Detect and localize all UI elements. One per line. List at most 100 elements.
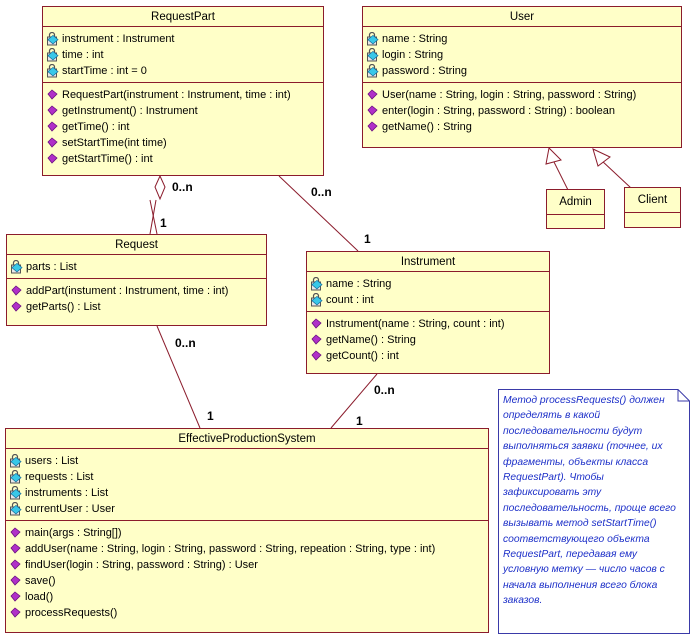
- operation-row[interactable]: Instrument(name : String, count : int): [310, 316, 549, 332]
- operations-section: Instrument(name : String, count : int) ge…: [307, 311, 549, 367]
- attribute-text: login : String: [382, 49, 444, 61]
- operation-text: processRequests(): [25, 607, 118, 619]
- operation-row[interactable]: getStartTime() : int: [46, 151, 323, 167]
- public-method-icon: [9, 606, 23, 620]
- attribute-row[interactable]: name : String: [366, 31, 681, 47]
- operation-row[interactable]: getInstrument() : Instrument: [46, 103, 323, 119]
- private-field-icon: [46, 31, 60, 46]
- operation-row[interactable]: findUser(login : String, password : Stri…: [9, 557, 488, 573]
- operation-text: save(): [25, 575, 56, 587]
- attributes-section: users : List requests : List instruments :…: [6, 448, 488, 520]
- public-method-icon: [366, 104, 380, 118]
- operation-row[interactable]: processRequests(): [9, 605, 488, 621]
- operations-section: RequestPart(instrument : Instrument, tim…: [43, 82, 323, 170]
- operation-row[interactable]: RequestPart(instrument : Instrument, tim…: [46, 87, 323, 103]
- operation-row[interactable]: getCount() : int: [310, 348, 549, 364]
- attribute-row[interactable]: count : int: [310, 292, 549, 308]
- attribute-row[interactable]: currentUser : User: [9, 501, 488, 517]
- operations-section: addPart(instument : Instrument, time : i…: [7, 278, 266, 318]
- operation-row[interactable]: User(name : String, login : String, pass…: [366, 87, 681, 103]
- operation-text: findUser(login : String, password : Stri…: [25, 559, 258, 571]
- empty-section: [625, 212, 680, 216]
- operation-row[interactable]: getTime() : int: [46, 119, 323, 135]
- attribute-row[interactable]: requests : List: [9, 469, 488, 485]
- attribute-text: instrument : Instrument: [62, 33, 175, 45]
- operation-row[interactable]: getParts() : List: [10, 299, 266, 315]
- operation-text: addUser(name : String, login : String, p…: [25, 543, 436, 555]
- operation-row[interactable]: getName() : String: [366, 119, 681, 135]
- class-title: Request: [115, 239, 158, 251]
- operation-text: main(args : String[]): [25, 527, 122, 539]
- operation-row[interactable]: setStartTime(int time): [46, 135, 323, 151]
- attribute-text: currentUser : User: [25, 503, 115, 515]
- attribute-row[interactable]: password : String: [366, 63, 681, 79]
- association-request-eps: [156, 325, 201, 429]
- attribute-text: startTime : int = 0: [62, 65, 147, 77]
- association-requestpart-request-lower: [149, 199, 157, 235]
- class-requestpart[interactable]: RequestPart instrument : Instrument time …: [42, 6, 324, 176]
- operation-text: Instrument(name : String, count : int): [326, 318, 505, 330]
- public-method-icon: [46, 136, 60, 150]
- multiplicity-requestpart-instrument-many: 0..n: [311, 185, 332, 199]
- attributes-section: name : String count : int: [307, 271, 549, 311]
- attribute-row[interactable]: parts : List: [10, 259, 266, 275]
- operation-text: getName() : String: [382, 121, 472, 133]
- operation-row[interactable]: getName() : String: [310, 332, 549, 348]
- public-method-icon: [9, 574, 23, 588]
- attribute-text: name : String: [326, 278, 392, 290]
- operation-row[interactable]: load(): [9, 589, 488, 605]
- private-field-icon: [46, 63, 60, 78]
- operation-text: getParts() : List: [26, 301, 101, 313]
- class-title: RequestPart: [151, 11, 215, 23]
- operation-text: setStartTime(int time): [62, 137, 167, 149]
- class-client[interactable]: Client: [624, 187, 681, 228]
- attributes-section: parts : List: [7, 254, 266, 278]
- public-method-icon: [310, 349, 324, 363]
- attribute-row[interactable]: instruments : List: [9, 485, 488, 501]
- multiplicity-instrument-eps-one: 1: [356, 414, 363, 428]
- public-method-icon: [9, 526, 23, 540]
- multiplicity-instrument-eps-many: 0..n: [374, 383, 395, 397]
- operation-row[interactable]: main(args : String[]): [9, 525, 488, 541]
- attribute-row[interactable]: name : String: [310, 276, 549, 292]
- attribute-row[interactable]: users : List: [9, 453, 488, 469]
- private-field-icon: [9, 469, 23, 484]
- operation-row[interactable]: addUser(name : String, login : String, p…: [9, 541, 488, 557]
- class-request[interactable]: Request parts : List addPart(instument :…: [6, 234, 267, 326]
- attribute-text: requests : List: [25, 471, 94, 483]
- operation-text: getTime() : int: [62, 121, 130, 133]
- class-admin[interactable]: Admin: [546, 189, 605, 229]
- attribute-text: name : String: [382, 33, 448, 45]
- attribute-row[interactable]: instrument : Instrument: [46, 31, 323, 47]
- public-method-icon: [10, 300, 24, 314]
- operation-text: RequestPart(instrument : Instrument, tim…: [62, 89, 291, 101]
- public-method-icon: [366, 88, 380, 102]
- public-method-icon: [46, 120, 60, 134]
- operation-text: getCount() : int: [326, 350, 399, 362]
- attribute-text: count : int: [326, 294, 374, 306]
- private-field-icon: [310, 276, 324, 291]
- operation-row[interactable]: enter(login : String, password : String)…: [366, 103, 681, 119]
- operation-row[interactable]: addPart(instument : Instrument, time : i…: [10, 283, 266, 299]
- operations-section: User(name : String, login : String, pass…: [363, 82, 681, 138]
- attribute-row[interactable]: login : String: [366, 47, 681, 63]
- attribute-text: password : String: [382, 65, 467, 77]
- operation-text: addPart(instument : Instrument, time : i…: [26, 285, 229, 297]
- operation-text: getStartTime() : int: [62, 153, 153, 165]
- multiplicity-request-eps-many: 0..n: [175, 336, 196, 350]
- attribute-text: instruments : List: [25, 487, 109, 499]
- note-text: Метод processRequests() должен определят…: [503, 395, 676, 607]
- operation-row[interactable]: save(): [9, 573, 488, 589]
- private-field-icon: [10, 259, 24, 274]
- public-method-icon: [310, 333, 324, 347]
- public-method-icon: [310, 317, 324, 331]
- attribute-row[interactable]: time : int: [46, 47, 323, 63]
- attribute-row[interactable]: startTime : int = 0: [46, 63, 323, 79]
- generalization-arrow-admin: [545, 146, 562, 165]
- operation-text: enter(login : String, password : String)…: [382, 105, 615, 117]
- private-field-icon: [9, 501, 23, 516]
